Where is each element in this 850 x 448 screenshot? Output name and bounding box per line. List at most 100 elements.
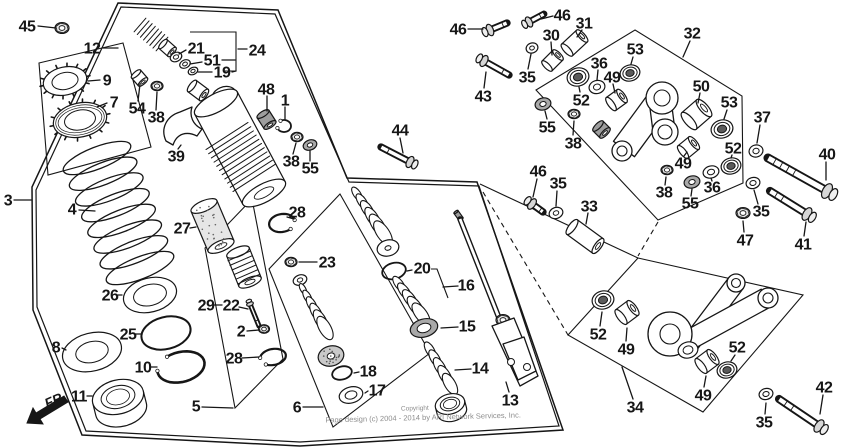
part-number-13: 13 (502, 393, 519, 410)
part-label-46: 46 (530, 164, 548, 198)
part-bearing (716, 361, 738, 379)
part-label-27: 27 (174, 221, 197, 238)
part-bolt (245, 298, 262, 329)
part-bolt (523, 196, 547, 216)
part-label-41: 41 (795, 221, 813, 254)
part-label-15: 15 (440, 319, 477, 336)
part-ribs (205, 121, 276, 193)
part-bolt (481, 19, 511, 38)
part-circlip (275, 118, 292, 133)
part-label-3: 3 (4, 193, 32, 210)
part-nut (54, 21, 70, 35)
part-number-22: 22 (223, 298, 240, 315)
part-number-45: 45 (19, 19, 36, 36)
part-bearing (566, 67, 590, 87)
outline-lower-link-box (567, 257, 805, 413)
part-washer (338, 386, 364, 404)
part-label-16: 16 (442, 278, 476, 295)
part-label-52: 52 (573, 86, 591, 110)
part-number-53: 53 (627, 42, 644, 59)
part-number-55: 55 (539, 120, 556, 137)
part-bolt (774, 394, 829, 436)
part-label-1: 1 (281, 93, 290, 120)
part-number-52: 52 (729, 340, 746, 357)
part-label-35: 35 (753, 189, 771, 221)
part-number-49: 49 (604, 70, 621, 87)
part-cyl (614, 299, 640, 326)
part-label-8: 8 (52, 340, 67, 357)
part-number-8: 8 (52, 340, 61, 357)
part-label-45: 45 (19, 19, 57, 36)
outline-upper-link-box (535, 29, 744, 221)
part-nut (150, 80, 164, 92)
part-label-26: 26 (102, 288, 123, 305)
part-cyl (541, 49, 564, 72)
part-label-21: 21 (178, 41, 206, 58)
part-bearing (710, 119, 734, 139)
part-label-47: 47 (737, 220, 755, 250)
part-label-46: 46 (450, 22, 484, 39)
part-cyl (676, 135, 701, 160)
part-oring (140, 315, 192, 351)
part-label-35: 35 (550, 176, 568, 207)
part-label-51: 51 (189, 53, 236, 70)
part-number-36: 36 (704, 180, 721, 197)
part-label-48: 48 (258, 82, 276, 112)
part-number-16: 16 (458, 278, 475, 295)
part-ribs (227, 250, 261, 285)
part-label-32: 32 (682, 26, 702, 58)
part-number-3: 3 (4, 193, 13, 210)
part-washer (409, 317, 439, 339)
part-label-12: 12 (84, 41, 119, 58)
part-number-25: 25 (120, 327, 137, 344)
part-label-49: 49 (695, 375, 713, 405)
part-bearing (591, 290, 615, 310)
outline-spring-seat-box (38, 42, 152, 176)
part-number-52: 52 (725, 141, 742, 158)
part-cyl (226, 245, 262, 289)
part-cyl (186, 79, 210, 102)
part-eye (726, 273, 746, 293)
part-eye (645, 81, 679, 115)
part-label-2: 2 (237, 324, 260, 341)
part-label-28: 28 (286, 205, 307, 222)
part-cyl (256, 109, 277, 130)
part-washer (534, 97, 552, 111)
part-number-43: 43 (475, 89, 492, 106)
part-cup (91, 378, 148, 428)
part-bellows (423, 341, 459, 396)
part-washer (702, 165, 720, 179)
part-label-55: 55 (539, 110, 557, 137)
part-washer (748, 144, 764, 158)
part-label-4: 4 (68, 202, 96, 219)
part-bolt (377, 143, 419, 170)
fr-label: FR. (42, 389, 68, 412)
connector-line (637, 221, 659, 257)
part-label-30: 30 (543, 28, 561, 56)
part-label-22: 22 (213, 298, 249, 315)
part-number-30: 30 (543, 28, 560, 45)
part-label-35: 35 (756, 402, 774, 432)
part-label-37: 37 (754, 110, 772, 144)
part-number-35: 35 (753, 204, 770, 221)
part-bellows (298, 283, 334, 341)
part-number-11: 11 (71, 389, 88, 406)
outline-piston-sub-box (268, 193, 431, 428)
part-label-40: 40 (819, 147, 837, 181)
part-bolt (475, 53, 513, 79)
part-number-42: 42 (816, 380, 833, 397)
part-number-2: 2 (237, 324, 246, 341)
part-label-39: 39 (168, 144, 186, 166)
part-washer (745, 176, 761, 190)
part-number-49: 49 (675, 156, 692, 173)
part-label-25: 25 (120, 327, 142, 344)
part-nut (290, 131, 304, 143)
part-number-38: 38 (656, 185, 673, 202)
part-number-41: 41 (795, 237, 812, 254)
part-number-28: 28 (289, 205, 306, 222)
part-nut (567, 108, 581, 120)
part-number-53: 53 (721, 95, 738, 112)
part-label-35: 35 (519, 53, 537, 87)
part-number-19: 19 (214, 65, 231, 82)
